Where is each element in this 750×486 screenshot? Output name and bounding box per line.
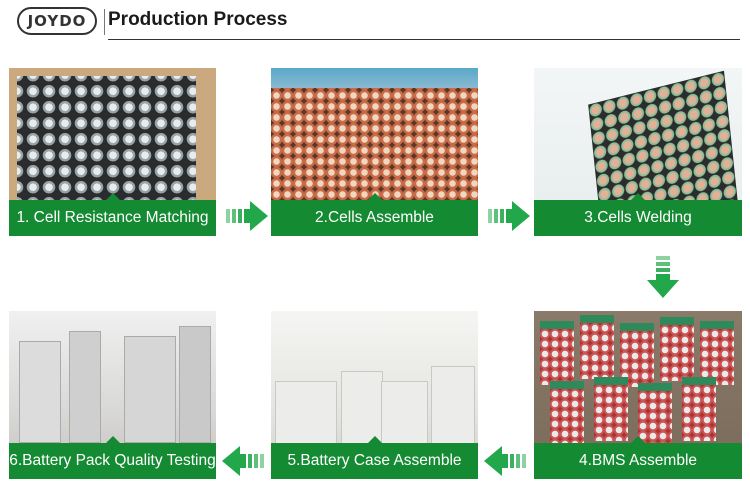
step-2-card: 2.Cells Assemble (271, 68, 478, 236)
step-3-label: 3.Cells Welding (534, 200, 742, 236)
step-5-card: 5.Battery Case Assemble (271, 311, 478, 479)
step-4-card: 4.BMS Assemble (534, 311, 742, 479)
arrow-right-icon (488, 201, 530, 231)
step-4-photo (534, 311, 742, 479)
label-notch (629, 193, 647, 202)
logo-text: JOYDO (27, 12, 87, 30)
header-rule (108, 39, 740, 40)
page-title: Production Process (108, 9, 288, 30)
step-6-label: 6.Battery Pack Quality Testing (9, 443, 216, 479)
arrow-left-icon (222, 446, 264, 476)
step-6-card: 6.Battery Pack Quality Testing (9, 311, 216, 479)
arrow-left-icon (484, 446, 526, 476)
brand-logo: JOYDO (17, 7, 97, 35)
step-4-label: 4.BMS Assemble (534, 443, 742, 479)
step-1-label: 1. Cell Resistance Matching (9, 200, 216, 236)
header-separator (104, 9, 105, 35)
step-1-card: 1. Cell Resistance Matching (9, 68, 216, 236)
arrow-down-icon (647, 256, 679, 298)
label-notch (103, 193, 122, 202)
label-notch (103, 436, 122, 445)
label-notch (629, 436, 647, 445)
step-3-card: 3.Cells Welding (534, 68, 742, 236)
step-2-label: 2.Cells Assemble (271, 200, 478, 236)
label-notch (365, 436, 384, 445)
arrow-right-icon (226, 201, 268, 231)
header: JOYDO Production Process (0, 0, 750, 44)
step-5-label: 5.Battery Case Assemble (271, 443, 478, 479)
label-notch (365, 193, 384, 202)
